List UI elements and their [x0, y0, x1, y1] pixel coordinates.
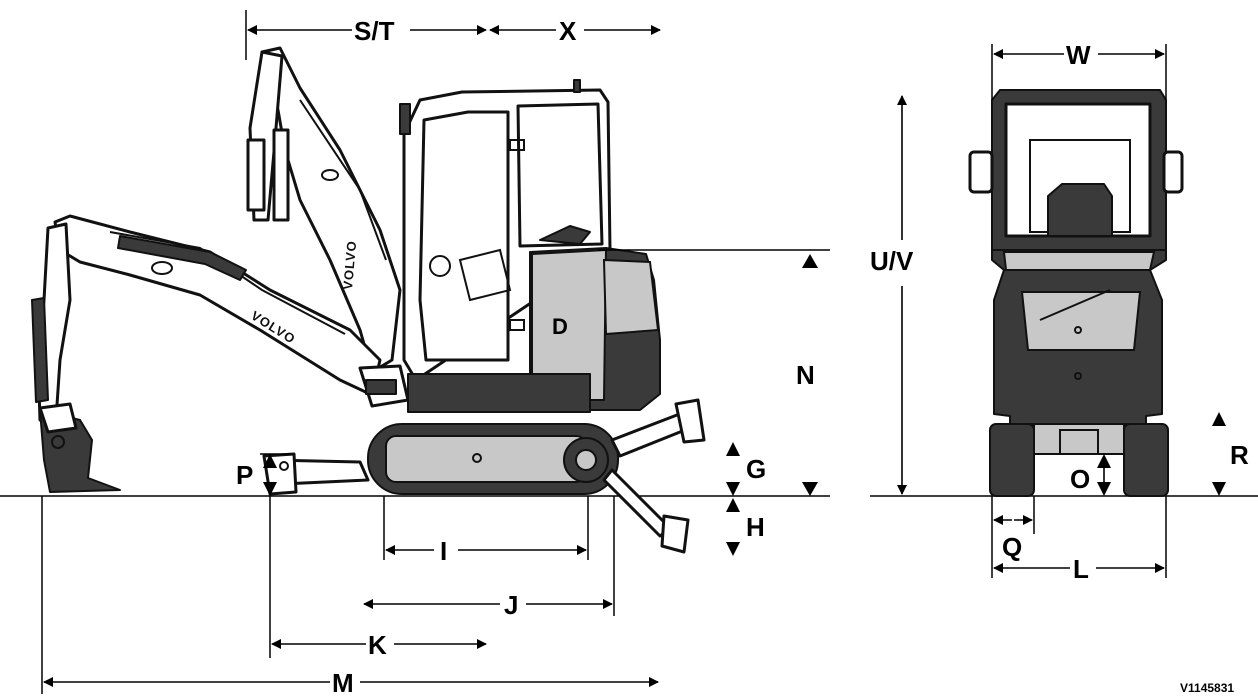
dimension-w: W [993, 40, 1165, 70]
dimension-l: L [993, 554, 1165, 584]
model-badge: D [552, 314, 568, 339]
rear-blade [602, 398, 706, 554]
label-x: X [559, 16, 577, 46]
raised-boom: VOLVO [246, 46, 402, 374]
front-windshield [1004, 102, 1152, 238]
front-track-right [1123, 423, 1169, 497]
dimension-k: K [271, 630, 487, 660]
cab [399, 79, 612, 382]
label-uv: U/V [870, 246, 914, 276]
dimension-q: Q [993, 515, 1033, 562]
label-w: W [1066, 40, 1091, 70]
label-q: Q [1002, 532, 1022, 562]
label-st: S/T [354, 16, 395, 46]
front-blade-panel [1020, 291, 1142, 351]
label-n: N [796, 360, 815, 390]
dimension-h: H [726, 498, 765, 556]
label-l: L [1073, 554, 1089, 584]
front-track-left [989, 423, 1035, 497]
upper-structure: D [407, 247, 661, 413]
dimension-i: I [385, 536, 587, 566]
dimension-j: J [363, 590, 613, 620]
dimension-n: N [796, 254, 818, 496]
dimension-st: S/T [247, 16, 487, 46]
dozer-blade [262, 452, 370, 496]
label-g: G [746, 454, 766, 484]
dimension-r: R [1212, 412, 1249, 496]
dimension-g: G [726, 442, 766, 496]
track [367, 423, 619, 495]
label-k: K [368, 630, 387, 660]
front-view: W U/V R O [870, 40, 1258, 695]
label-o: O [1070, 464, 1090, 494]
right-mirror [1162, 150, 1184, 194]
left-mirror [968, 150, 994, 194]
label-p: P [236, 460, 253, 490]
reference-code: V1145831 [1180, 681, 1234, 695]
front-track-frame [1033, 423, 1125, 455]
dimension-m: M [43, 668, 659, 698]
boom-foot [358, 364, 410, 408]
label-h: H [746, 512, 765, 542]
label-m: M [332, 668, 354, 698]
dimension-x: X [489, 16, 661, 46]
dimension-o: O [1070, 454, 1111, 496]
dimension-uv: U/V [870, 95, 914, 495]
dimension-p: P [236, 453, 290, 496]
label-j: J [504, 590, 518, 620]
side-view: VOLVO VOLVO [0, 10, 830, 698]
label-r: R [1230, 440, 1249, 470]
front-seat [1047, 183, 1113, 237]
label-i: I [440, 536, 447, 566]
boom-brand-text: VOLVO [340, 240, 359, 291]
